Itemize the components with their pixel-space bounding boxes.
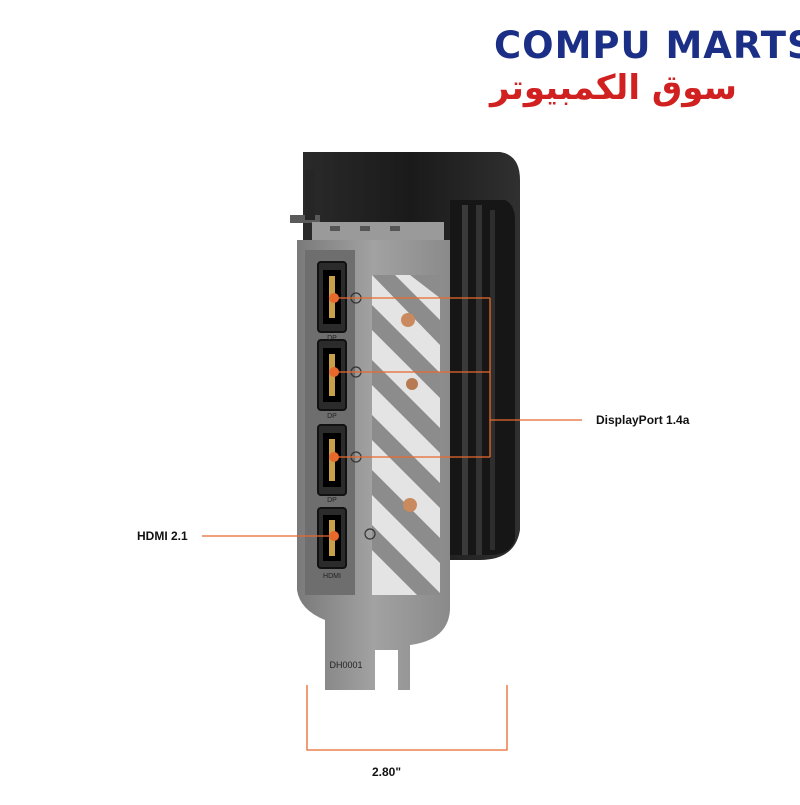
- brand-logo-arabic: سوق الكمبيوتر: [490, 68, 737, 108]
- port-label-dp-1: DP: [327, 335, 337, 342]
- width-dimension-label: 2.80": [372, 765, 402, 779]
- port-label-hdmi: HDMI: [323, 573, 341, 580]
- port-callout-dots: [329, 293, 339, 541]
- bracket-vents: [372, 275, 440, 595]
- width-dimension-line: [306, 685, 508, 751]
- bracket-top-tab: [290, 170, 444, 244]
- brand-logo-latin: COMPU MARTS: [494, 24, 800, 67]
- displayport-callout-lines: [334, 297, 582, 458]
- port-label-dp-2: DP: [327, 413, 337, 420]
- port-label-dp-3: DP: [327, 497, 337, 504]
- hdmi-callout-label: HDMI 2.1: [137, 529, 188, 543]
- bracket-part-number: DH0001: [329, 660, 362, 670]
- displayport-callout-label: DisplayPort 1.4a: [596, 413, 690, 427]
